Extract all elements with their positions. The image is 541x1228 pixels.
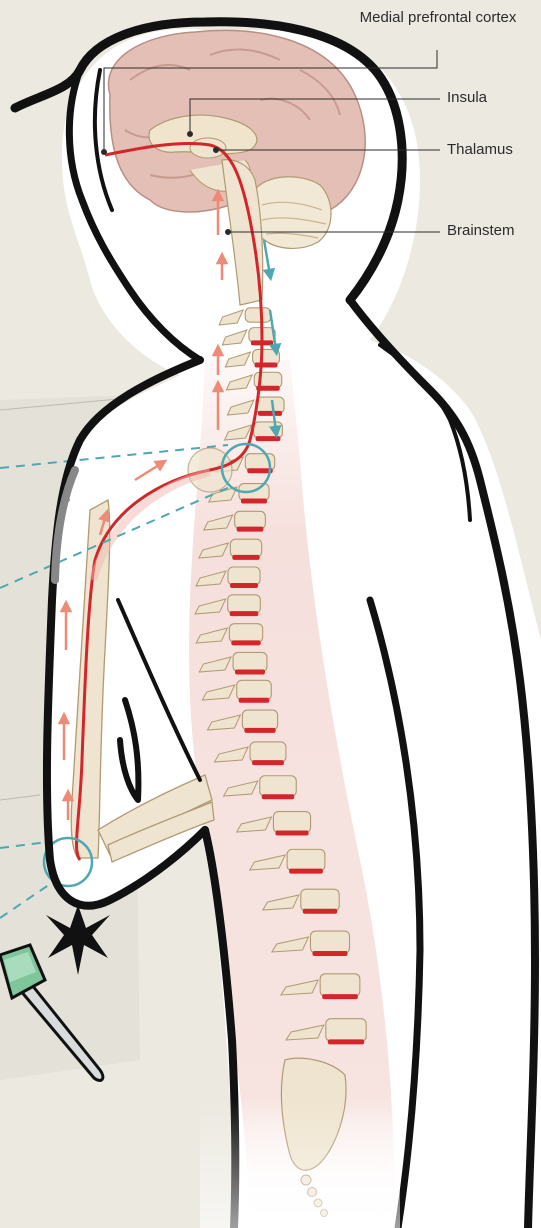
spinal-disc (232, 555, 259, 560)
vertebra (250, 742, 286, 762)
spinal-disc (239, 698, 270, 703)
vertebra (260, 776, 296, 797)
vertebra (273, 812, 310, 833)
spinal-disc (255, 363, 278, 368)
vertebra (256, 397, 284, 413)
vertebra (245, 308, 271, 322)
bottom-fade (200, 1100, 400, 1228)
spinal-disc (244, 728, 275, 733)
vertebra (228, 567, 260, 585)
vertebra (310, 931, 349, 953)
spinal-disc (289, 869, 323, 874)
spinal-disc (262, 794, 294, 799)
spinal-disc (252, 760, 284, 765)
label-medial-prefrontal-cortex: Medial prefrontal cortex (358, 9, 518, 27)
vertebra (230, 539, 261, 557)
spinal-disc (241, 498, 267, 503)
vertebra (228, 595, 261, 613)
spinal-disc (322, 994, 358, 999)
label-brainstem: Brainstem (447, 222, 515, 240)
vertebra (301, 889, 339, 911)
spinal-disc (230, 611, 259, 616)
vertebra (326, 1019, 366, 1042)
spinal-disc (256, 436, 281, 441)
spinal-disc (237, 527, 264, 532)
spinal-disc (275, 830, 308, 835)
spinal-disc (303, 909, 337, 914)
vertebra (287, 849, 325, 870)
vertebra (235, 511, 266, 528)
vertebra (320, 974, 360, 996)
vertebra (233, 652, 267, 671)
vertebra (229, 624, 262, 643)
label-thalamus: Thalamus (447, 141, 513, 159)
spinal-disc (312, 951, 347, 956)
vertebra (253, 349, 280, 364)
spinal-disc (231, 640, 260, 645)
vertebra (242, 710, 277, 730)
vertebra (237, 680, 272, 699)
vertebra (254, 422, 283, 438)
spinal-disc (235, 670, 265, 675)
cerebellum (251, 177, 331, 249)
spinal-disc (258, 411, 282, 416)
spinal-disc (328, 1039, 364, 1044)
spinal-disc (230, 583, 258, 588)
label-insula: Insula (447, 89, 487, 107)
